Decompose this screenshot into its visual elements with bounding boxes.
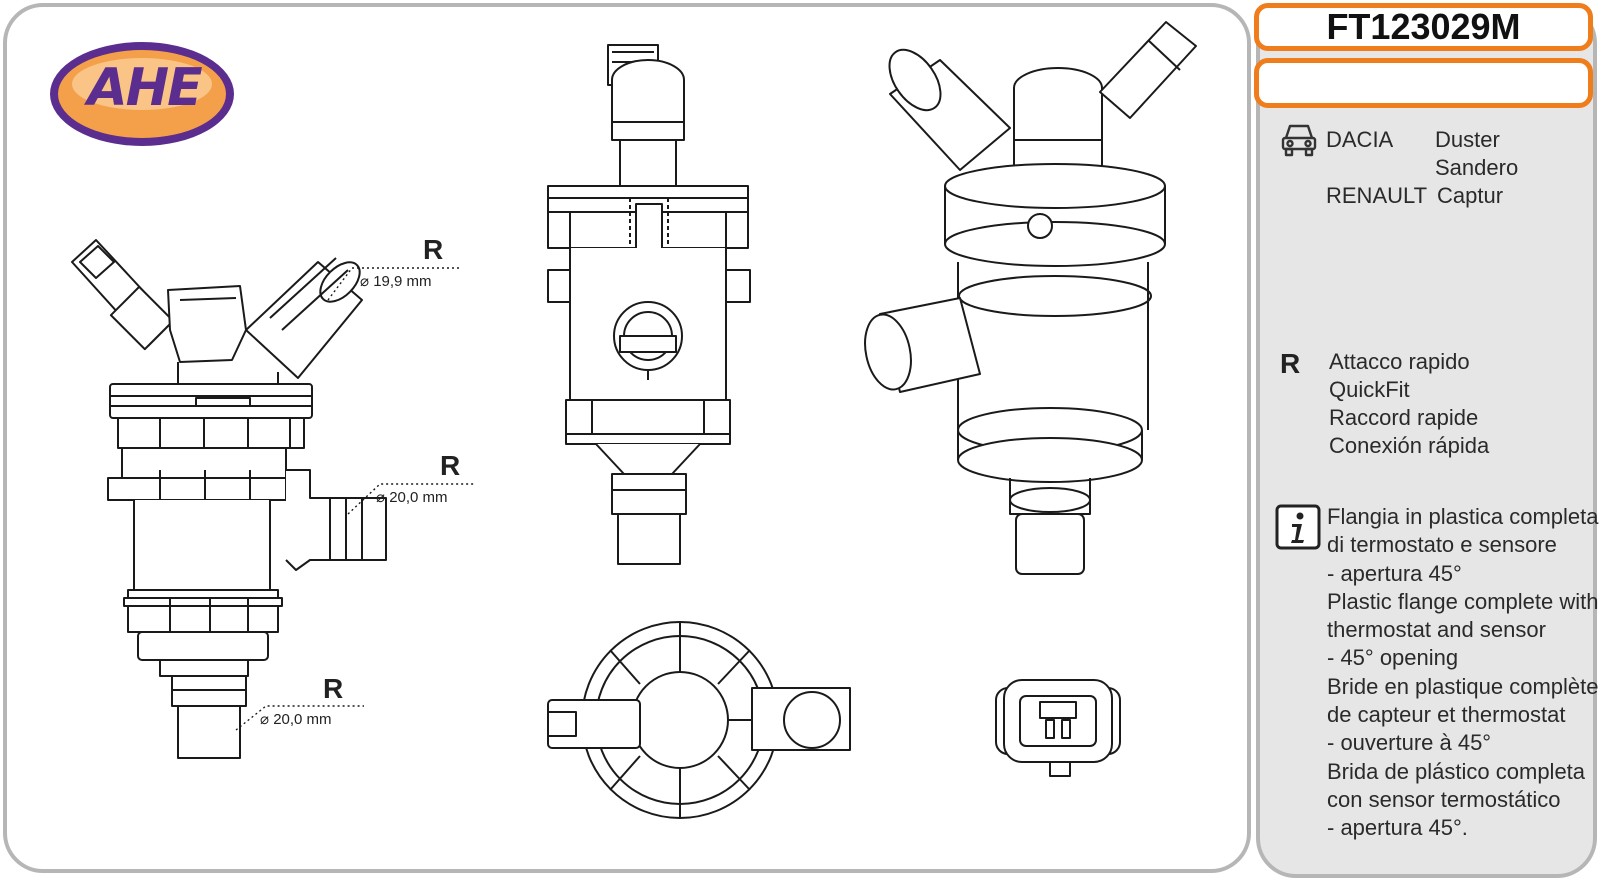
logo-text: AHE <box>87 58 202 118</box>
note-line: Brida de plástico completa <box>1327 758 1586 784</box>
connector-end-view-drawing <box>995 679 1121 777</box>
perspective-view-drawing <box>864 21 1197 575</box>
dimension-symbol-1: R <box>423 234 444 265</box>
note-line: Plastic flange complete with <box>1327 588 1599 614</box>
dimension-label-2: ⌀ 20,0 mm <box>376 489 448 506</box>
note-line: de capteur et thermostat <box>1327 702 1566 728</box>
secondary-code-box <box>1254 58 1593 108</box>
note-line: Bride en plastique complète <box>1327 673 1599 699</box>
side-view-drawing <box>71 239 387 759</box>
info-icon <box>1275 504 1321 550</box>
front-view-drawing <box>547 44 751 565</box>
legend-line-2: QuickFit <box>1329 377 1410 402</box>
product-notes: Flangia in plastica completa di termosta… <box>1327 503 1599 843</box>
vehicle-model-captur: Captur <box>1437 183 1504 208</box>
technical-drawings <box>50 21 1197 819</box>
dimension-symbol-2: R <box>440 450 461 481</box>
product-code: FT123029M <box>1254 3 1593 51</box>
dimension-leaders <box>235 267 476 731</box>
note-line: con sensor termostático <box>1327 786 1561 812</box>
top-view-drawing <box>547 621 851 819</box>
legend-line-4: Conexión rápida <box>1329 433 1490 458</box>
note-line: - apertura 45° <box>1327 560 1462 586</box>
dimension-label-1: ⌀ 19,9 mm <box>360 273 432 290</box>
vehicle-make-dacia: DACIA <box>1326 127 1394 152</box>
car-icon <box>1281 124 1317 157</box>
vehicle-model-duster: Duster <box>1435 127 1500 152</box>
ahe-logo <box>50 42 234 146</box>
note-line: thermostat and sensor <box>1327 617 1546 643</box>
dimension-symbol-3: R <box>323 673 344 704</box>
note-line: - apertura 45°. <box>1327 815 1468 841</box>
legend-symbol: R <box>1280 348 1301 379</box>
vehicle-model-sandero: Sandero <box>1435 155 1519 180</box>
legend-line-3: Raccord rapide <box>1329 405 1479 430</box>
note-line: di termostato e sensore <box>1327 532 1557 558</box>
note-line: Flangia in plastica completa <box>1327 504 1599 529</box>
dimension-label-3: ⌀ 20,0 mm <box>260 711 332 728</box>
vehicle-make-renault: RENAULT <box>1326 183 1428 208</box>
note-line: - 45° opening <box>1327 645 1459 671</box>
legend-line-1: Attacco rapido <box>1329 349 1470 374</box>
note-line: - ouverture à 45° <box>1327 730 1492 756</box>
